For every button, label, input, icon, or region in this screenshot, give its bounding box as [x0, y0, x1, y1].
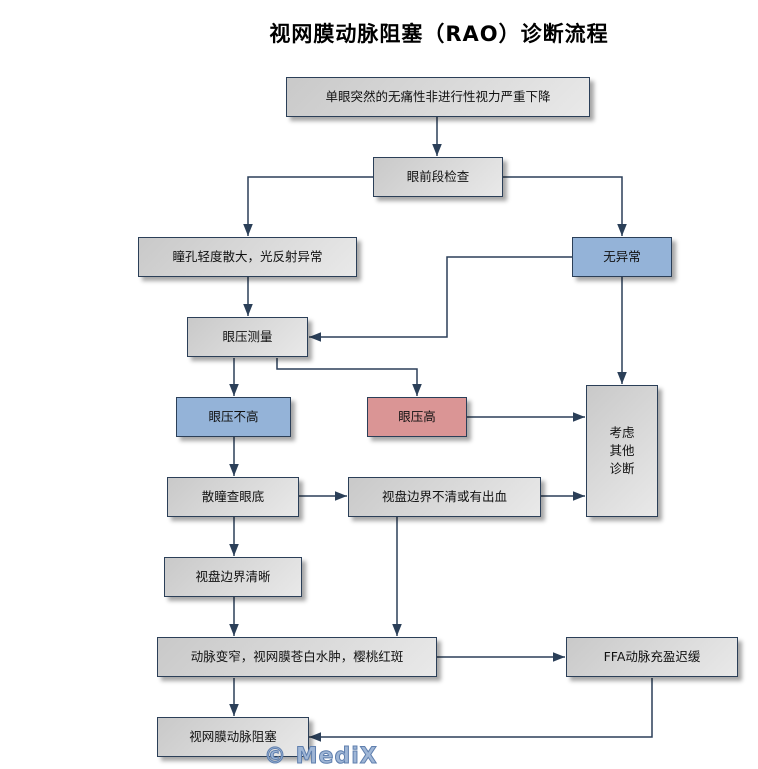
- node-pupil-abnormal: 瞳孔轻度散大，光反射异常: [138, 237, 357, 277]
- node-ffa: FFA动脉充盈迟缓: [566, 637, 738, 677]
- watermark: © MediX: [264, 744, 378, 769]
- node-disc-unclear: 视盘边界不清或有出血: [348, 477, 541, 517]
- node-findings: 动脉变窄，视网膜苍白水肿，樱桃红斑: [157, 637, 437, 677]
- node-no-abnormal: 无异常: [572, 237, 672, 277]
- node-symptom: 单眼突然的无痛性非进行性视力严重下降: [286, 77, 590, 117]
- edge-normal-to-iop: [309, 256, 572, 342]
- node-other-diagnosis: 考虑 其他 诊断: [586, 385, 658, 517]
- diagram-title: 视网膜动脉阻塞（RAO）诊断流程: [269, 22, 609, 46]
- edge-anterior-to-normal: [502, 176, 627, 236]
- node-disc-clear: 视盘边界清晰: [164, 557, 302, 597]
- node-anterior-exam: 眼前段检查: [373, 157, 503, 197]
- node-iop-high: 眼压高: [367, 397, 467, 437]
- edge-ffa-to-rao: [309, 678, 653, 742]
- node-rao: 视网膜动脉阻塞: [157, 717, 309, 757]
- edge-iop-to-high: [276, 358, 422, 396]
- node-dilated-fundus: 散瞳查眼底: [167, 477, 299, 517]
- edge-anterior-to-pupil: [243, 176, 374, 236]
- node-iop-not-high: 眼压不高: [176, 397, 291, 437]
- node-iop-measure: 眼压测量: [187, 317, 308, 357]
